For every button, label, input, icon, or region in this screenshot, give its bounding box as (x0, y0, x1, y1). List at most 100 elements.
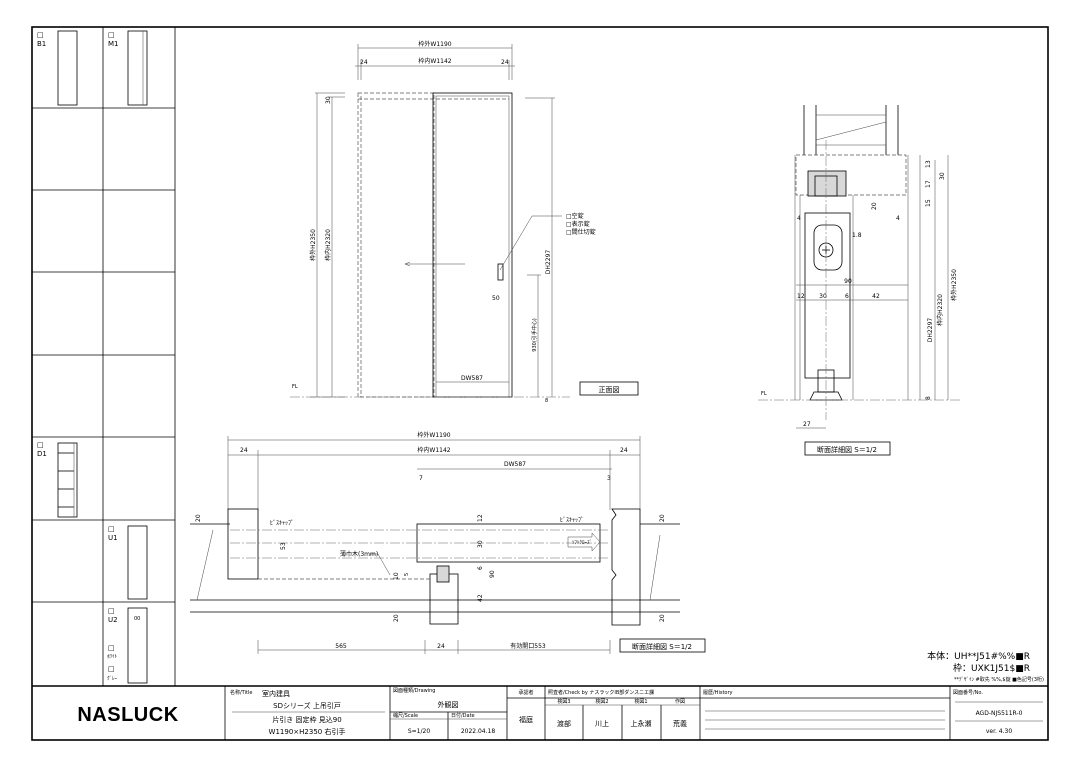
annotation: 薄巾木(3mm) (340, 550, 378, 558)
dim-label: 30 (819, 293, 827, 300)
label: 検図2 (595, 698, 608, 705)
annotation: ﾋﾞｽｷｬｯﾌﾟ (270, 520, 294, 527)
label: 検図3 (557, 698, 570, 705)
option-column: □ B1 □ M1 □ D1 □ U1 □ U2 00 □ ﾎﾜ (32, 27, 176, 686)
spec-legend: **ﾃﾞｻﾞｲﾝ #取先 %%,$錠 ■色記号(3桁) (954, 676, 1044, 683)
dim-label: 20 (393, 614, 400, 622)
checkbox[interactable]: □ (37, 31, 44, 39)
dim-label: 枠内H2320 (936, 294, 944, 326)
option-b1[interactable]: □ B1 (37, 30, 78, 106)
scale: S=1/20 (408, 728, 430, 735)
dim-label: 枠内W1142 (417, 446, 450, 454)
dim-label: 90 (844, 278, 852, 285)
soft-close-label: ｿﾌﾄｸﾛｰｽﾞ (572, 539, 592, 546)
date: 2022.04.18 (461, 728, 496, 735)
annotation: ﾋﾞｽｷｬｯﾌﾟ (560, 517, 584, 524)
spec-frame: 枠：UXK1J51$■R (953, 662, 1030, 674)
dim-label: 15 (925, 199, 932, 207)
approver: 福庭 (519, 715, 533, 724)
dim-label: 42 (872, 293, 880, 300)
label: 作図 (675, 698, 685, 705)
dim-label: 4 (797, 215, 801, 222)
option-d1[interactable]: □ D1 (37, 441, 78, 518)
checkbox[interactable]: □ (37, 441, 44, 449)
dim-label: DW587 (461, 375, 483, 382)
spec-body: 本体：UH**J51#%%■R (927, 650, 1030, 662)
option-mark: 00 (134, 616, 140, 622)
label: 検図1 (634, 698, 647, 705)
checker: 渡部 (557, 719, 571, 728)
field-label: 承認者 (518, 689, 533, 696)
option-u2[interactable]: □ U2 00 □ ﾎﾜｲﾄ □ ｸﾞﾚｰ (107, 607, 148, 684)
checker: 荒義 (673, 719, 687, 728)
dim-label: 565 (335, 643, 347, 650)
dim-label: 8 (925, 396, 932, 400)
label: NASLUCK (77, 704, 178, 726)
dim-label: 20 (659, 614, 666, 622)
color-white-checkbox[interactable]: □ (108, 644, 115, 652)
description-line1: 片引き 固定枠 見込90 (272, 715, 341, 724)
fl-mark: FL (761, 391, 767, 397)
dim-label: 24 (620, 447, 628, 454)
series: SDシリーズ 上吊引戸 (273, 701, 341, 710)
dim-label: 13 (925, 160, 932, 168)
option-code: M1 (108, 40, 119, 48)
dim-label: 1.8 (852, 232, 862, 239)
dim-label: 枠外H2350 (950, 269, 958, 301)
door-panel (432, 92, 513, 398)
dim-label: 枠外W1190 (418, 40, 451, 48)
dim-label: 20 (659, 514, 666, 522)
dim-label: 24 (360, 59, 368, 66)
lock-option-vacant[interactable]: □空錠 (566, 212, 584, 220)
dim-label: 有効開口553 (510, 642, 546, 650)
option-code: D1 (37, 450, 47, 458)
dim-label: 20 (871, 202, 878, 210)
dim-label: 24 (240, 447, 248, 454)
dim-label: 枠外W1190 (417, 431, 450, 439)
checker: 上永瀬 (631, 719, 652, 728)
option-m1[interactable]: □ M1 (108, 30, 148, 106)
drawing-type: 外観図 (438, 700, 459, 709)
checkbox[interactable]: □ (108, 525, 115, 533)
view-title: 断面詳細図 S＝1/2 (632, 642, 692, 651)
dim-label: 53 (280, 542, 287, 550)
dim-label: 枠外H2350 (309, 229, 317, 261)
title-block: NASLUCK 名称/Title 室内建具 SDシリーズ 上吊引戸 片引き 固定… (77, 686, 1043, 740)
dim-label: 7 (419, 475, 423, 482)
lock-option-partition[interactable]: □間仕切錠 (566, 228, 596, 236)
dim-label: DH2297 (927, 318, 934, 343)
fl-mark: FL (292, 384, 298, 390)
dim-label: 3 (607, 475, 611, 482)
field-label: 名称/Title (230, 689, 252, 696)
arrow-icon (567, 532, 601, 552)
option-code: B1 (37, 40, 46, 48)
dim-label: 5 (404, 573, 410, 576)
dim-label: 42 (477, 594, 484, 602)
handle-icon (497, 263, 504, 281)
color-white-label: ﾎﾜｲﾄ (107, 654, 118, 660)
field-label: 日付/Date (451, 712, 475, 719)
dim-label: 24 (437, 643, 445, 650)
dim-label: 17 (925, 180, 932, 188)
dim-label: 4 (896, 215, 900, 222)
option-u1[interactable]: □ U1 (108, 525, 148, 600)
lock-option-indicator[interactable]: □表示錠 (566, 220, 590, 228)
checkbox[interactable]: □ (108, 607, 115, 615)
nasluck-logo: NASLUCK (77, 704, 178, 726)
dim-label: 30 (939, 172, 946, 180)
checker: 川上 (595, 719, 609, 728)
dim-label: 6 (477, 566, 484, 570)
dim-label: 20 (195, 514, 202, 522)
description-line2: W1190×H2350 右引手 (269, 727, 346, 736)
version: ver. 4.30 (986, 728, 1013, 735)
sheet-border (31, 26, 1049, 741)
color-gray-checkbox[interactable]: □ (108, 665, 115, 673)
field-label: 図面種類/Drawing (393, 687, 435, 694)
checkbox[interactable]: □ (108, 31, 115, 39)
color-gray-label: ｸﾞﾚｰ (107, 675, 118, 682)
option-code: U1 (108, 534, 118, 542)
left-frame (227, 508, 259, 580)
spec-notes: 本体：UH**J51#%%■R 枠：UXK1J51$■R **ﾃﾞｻﾞｲﾝ #取… (927, 650, 1044, 683)
right-frame (611, 508, 641, 626)
